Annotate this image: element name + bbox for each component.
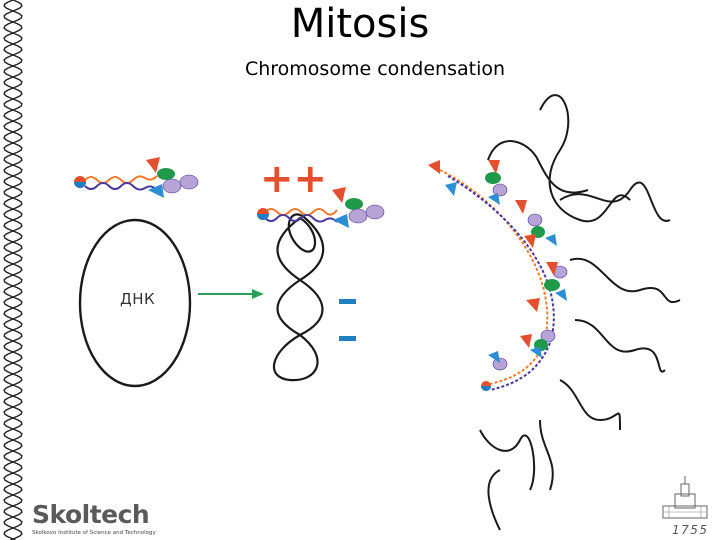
orange-coil-mid xyxy=(265,209,337,215)
middle-complex xyxy=(257,187,384,380)
supercoil xyxy=(274,214,323,380)
msu-year: 1755 xyxy=(672,523,709,537)
minus-sign-2 xyxy=(339,336,356,341)
subunit-red xyxy=(146,157,160,173)
dna-label: ДНК xyxy=(120,290,155,308)
msu-building-emblem-icon xyxy=(655,476,715,524)
purple-coil xyxy=(85,183,157,190)
subunit-lavender-2 xyxy=(180,175,198,189)
plus-signs: ++ xyxy=(260,156,327,202)
skoltech-wordmark: Skoltech xyxy=(32,500,149,530)
head-blue xyxy=(74,182,86,188)
minus-sign-1 xyxy=(339,299,356,304)
left-complex xyxy=(74,157,198,386)
right-condensed-chromosome xyxy=(428,95,680,530)
transition-arrow xyxy=(198,289,264,299)
subunit-lavender-1 xyxy=(163,179,181,193)
skoltech-logo: Skoltech Skolkovo Institute of Science a… xyxy=(30,500,152,540)
orange-coil xyxy=(85,176,157,183)
subunit-green xyxy=(157,168,175,180)
skoltech-tagline: Skolkovo Institute of Science and Techno… xyxy=(32,530,156,536)
